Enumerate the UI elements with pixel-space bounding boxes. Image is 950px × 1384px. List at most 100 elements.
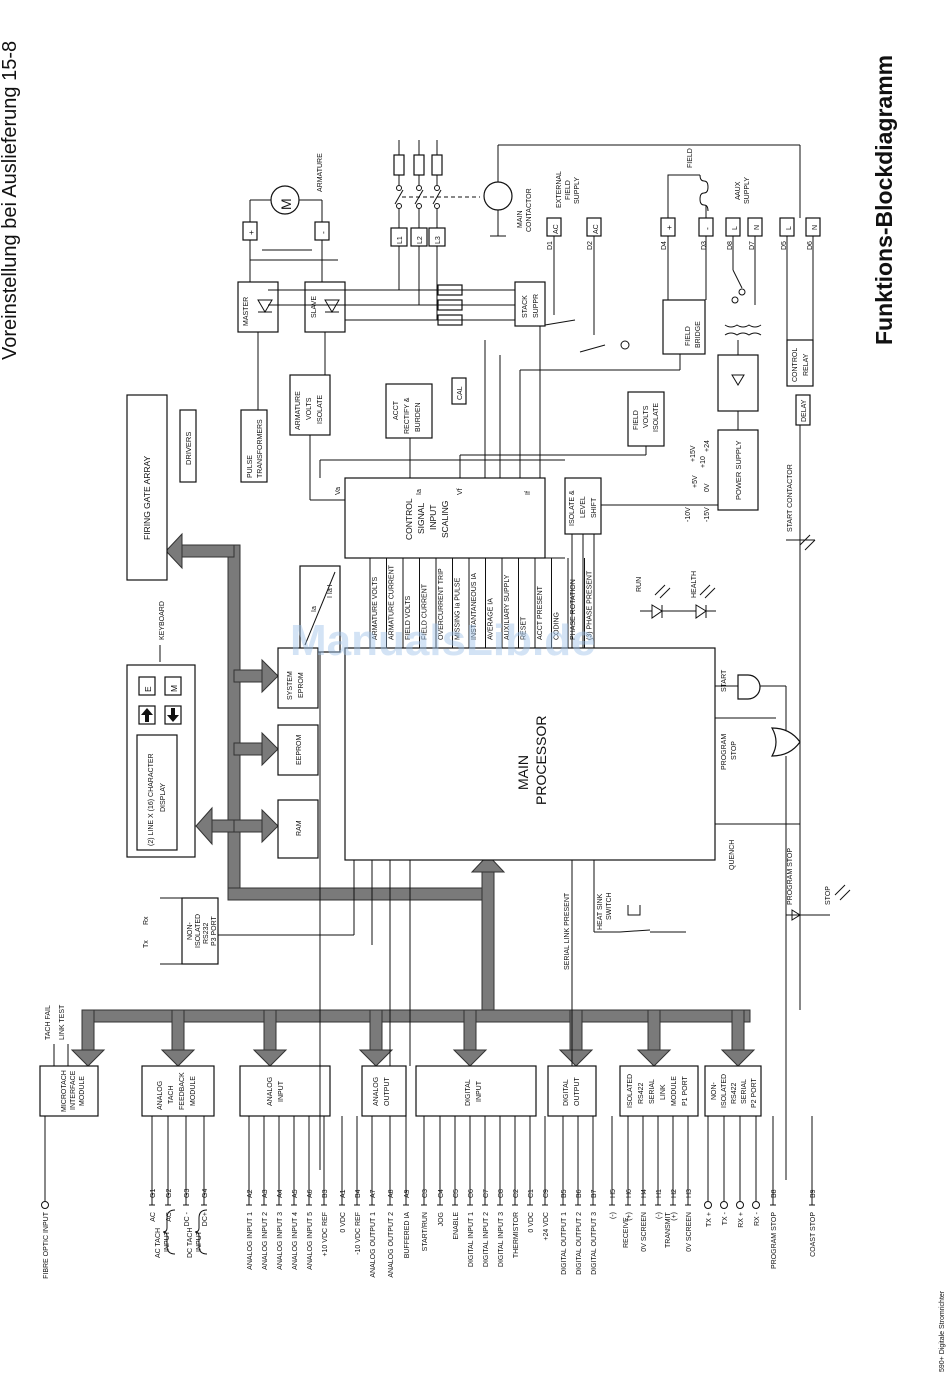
keyboard-display: (2) LINE X (16) CHARACTER DISPLAY E M KE… xyxy=(126,601,196,858)
svg-text:Vf: Vf xyxy=(457,488,464,495)
svg-text:SYSTEM: SYSTEM xyxy=(287,671,294,700)
svg-text:HEALTH: HEALTH xyxy=(691,571,698,598)
analog-wires xyxy=(160,652,411,1170)
svg-text:MASTER: MASTER xyxy=(243,297,250,326)
svg-text:VOLTS: VOLTS xyxy=(643,405,650,428)
svg-text:P1 PORT: P1 PORT xyxy=(682,1075,689,1106)
phase-inputs: L1 L2 L3 xyxy=(345,140,515,326)
svg-text:D3: D3 xyxy=(701,241,708,250)
svg-text:L2: L2 xyxy=(417,236,424,244)
svg-text:SUPPLY: SUPPLY xyxy=(744,177,751,204)
svg-text:INPUT: INPUT xyxy=(476,1080,483,1102)
svg-text:PROGRAM: PROGRAM xyxy=(721,734,728,770)
ram: RAM xyxy=(277,799,319,859)
terminal-label: DC+ xyxy=(202,1212,209,1226)
svg-text:STACK: STACK xyxy=(522,295,529,318)
measurement-wires xyxy=(319,326,718,648)
svg-text:+10: +10 xyxy=(700,456,707,468)
system-eprom: SYSTEM EPROM xyxy=(277,647,319,709)
terminal-code: A9 xyxy=(404,1189,411,1198)
terminal-label: FIBRE OPTIC INPUT xyxy=(43,1211,50,1279)
terminal-label: RX - xyxy=(754,1211,761,1226)
terminal-label: ENABLE xyxy=(453,1212,460,1240)
isolate-level-shift: ISOLATE & LEVEL SHIFT xyxy=(564,477,602,535)
svg-text:VOLTS: VOLTS xyxy=(306,397,313,420)
terminal-label: -10 VDC REF xyxy=(355,1212,362,1255)
terminal-code: H2 xyxy=(671,1189,678,1198)
svg-text:BURDEN: BURDEN xyxy=(415,402,422,432)
signal-label: ACCT PRESENT xyxy=(537,585,544,640)
svg-text:RELAY: RELAY xyxy=(803,353,810,376)
terminal-label: PROGRAM STOP xyxy=(771,1212,778,1269)
svg-text:PROCESSOR: PROCESSOR xyxy=(533,716,549,805)
analog-input-module: ANALOG INPUT xyxy=(239,1065,331,1117)
current-transformers xyxy=(345,284,515,326)
svg-text:-10V: -10V xyxy=(685,507,692,522)
svg-text:AC: AC xyxy=(593,224,600,234)
heat-sink-switch: HEAT SINK SWITCH SERIAL LINK PRESENT xyxy=(564,860,686,1066)
terminal-label: DIGITAL OUTPUT 2 xyxy=(576,1212,583,1275)
terminal-code: A2 xyxy=(247,1189,254,1198)
terminal-code: C2 xyxy=(513,1189,520,1198)
svg-text:PULSE: PULSE xyxy=(247,455,254,478)
svg-text:ISOLATE &: ISOLATE & xyxy=(569,490,576,526)
motor: M + - ARMATURE xyxy=(242,153,330,241)
terminal-code: A1 xyxy=(340,1189,347,1198)
svg-text:FIELD: FIELD xyxy=(687,148,694,168)
signal-label: MISSING Ia PULSE xyxy=(455,577,462,640)
svg-text:ACCT: ACCT xyxy=(393,400,400,420)
terminal-code: A6 xyxy=(307,1189,314,1198)
svg-text:ISOLATED: ISOLATED xyxy=(721,1074,728,1108)
digital-output-module: DIGITAL OUTPUT xyxy=(547,1065,597,1117)
terminal-label: DC - xyxy=(184,1211,191,1226)
control-supply: L N D5 D6 xyxy=(779,217,821,1010)
terminal-code: C1 xyxy=(528,1189,535,1198)
svg-text:EEPROM: EEPROM xyxy=(296,734,303,765)
svg-text:CONTACTOR: CONTACTOR xyxy=(526,188,533,232)
svg-text:D8: D8 xyxy=(727,241,734,250)
terminal-code: B7 xyxy=(591,1189,598,1198)
data-bus xyxy=(70,532,756,1067)
nonisolated-rs422-module: NON- ISOLATED RS422 SERIAL P2 PORT xyxy=(704,1065,762,1117)
ia-blocks: Ia I Ia I xyxy=(299,565,341,653)
terminal-label: +10 VDC REF xyxy=(322,1212,329,1257)
svg-text:A: A xyxy=(735,195,742,200)
svg-text:NON-: NON- xyxy=(187,921,194,940)
terminal-label: DIGITAL INPUT 1 xyxy=(468,1212,475,1267)
svg-text:L1: L1 xyxy=(397,236,404,244)
terminal-code: B4 xyxy=(355,1189,362,1198)
svg-text:NON-: NON- xyxy=(711,1081,718,1100)
svg-text:POWER SUPPLY: POWER SUPPLY xyxy=(734,441,743,500)
isolated-rs422-module: ISOLATED RS422 SERIAL LINK MODULE P1 POR… xyxy=(619,1065,699,1117)
diagram-title: Funktions-Blockdiagramm xyxy=(871,55,897,345)
svg-text:START: START xyxy=(721,669,728,692)
svg-text:CAL: CAL xyxy=(457,386,464,400)
svg-text:ANALOG: ANALOG xyxy=(267,1077,274,1106)
svg-text:FIELD: FIELD xyxy=(565,180,572,200)
svg-text:E: E xyxy=(143,686,153,692)
svg-text:Tx: Tx xyxy=(143,940,150,948)
svg-text:+: + xyxy=(664,225,674,230)
armature-wiring xyxy=(249,240,350,501)
svg-text:ANALOG: ANALOG xyxy=(157,1081,164,1110)
terminal-label: ANALOG INPUT 4 xyxy=(292,1212,299,1270)
terminal-label: ANALOG OUTPUT 1 xyxy=(370,1212,377,1278)
svg-text:INPUT: INPUT xyxy=(278,1080,285,1102)
svg-text:RECTIFY &: RECTIFY & xyxy=(404,397,411,434)
bus-drops xyxy=(70,1009,756,1067)
svg-text:N: N xyxy=(812,225,819,230)
acct-rectify-burden: ACCT RECTIFY & BURDEN CAL xyxy=(385,377,467,439)
terminal-label: THERMISTOR xyxy=(513,1212,520,1258)
eeprom: EEPROM xyxy=(277,724,319,776)
terminal-code: C9 xyxy=(543,1189,550,1198)
signal-label: CODING xyxy=(554,612,561,640)
svg-text:D1: D1 xyxy=(547,241,554,250)
svg-text:RS422: RS422 xyxy=(638,1082,645,1104)
analog-tach-module: ANALOG TACH FEEDBACK MODULE xyxy=(141,1065,215,1117)
terminal-circle xyxy=(752,1201,760,1209)
svg-text:HEAT SINK: HEAT SINK xyxy=(597,893,604,930)
terminal-code: C3 xyxy=(422,1189,429,1198)
svg-text:MODULE: MODULE xyxy=(79,1076,86,1106)
svg-text:D5: D5 xyxy=(781,241,788,250)
